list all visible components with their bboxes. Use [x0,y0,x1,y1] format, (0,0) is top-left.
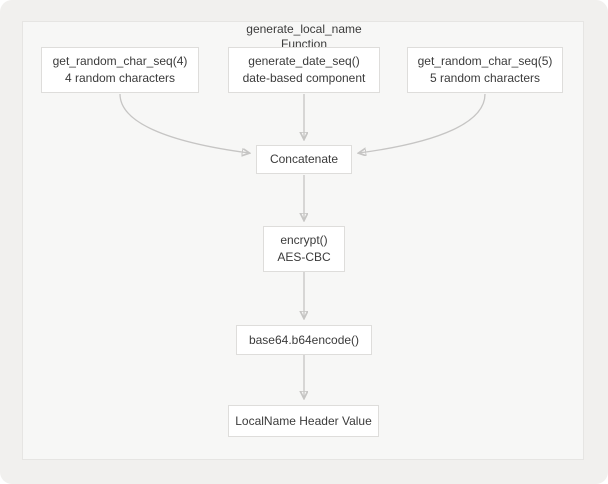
node-localname-header-value-label: LocalName Header Value [235,413,372,428]
node-generate-date-seq-name: generate_date_seq() [248,54,360,68]
node-get-random-char-seq-5-name: get_random_char_seq(5) [417,54,553,68]
node-encrypt: encrypt() AES-CBC [263,226,345,272]
edge-rand5-to-concatenate [359,93,486,153]
node-generate-date-seq: generate_date_seq() date-based component [228,47,380,93]
node-encrypt-name: encrypt() [280,233,328,247]
node-get-random-char-seq-4-desc: 4 random characters [64,71,176,85]
node-localname-header-value: LocalName Header Value [228,405,379,437]
node-encrypt-desc: AES-CBC [277,250,331,264]
node-get-random-char-seq-4-name: get_random_char_seq(4) [52,54,188,68]
node-get-random-char-seq-4: get_random_char_seq(4) 4 random characte… [41,47,199,93]
node-concatenate: Concatenate [256,145,352,174]
diagram-title-line1: generate_local_name [246,22,362,36]
node-concatenate-label: Concatenate [269,152,339,166]
node-get-random-char-seq-5: get_random_char_seq(5) 5 random characte… [407,47,563,93]
node-b64encode: base64.b64encode() [236,325,372,355]
node-get-random-char-seq-5-desc: 5 random characters [429,71,541,85]
edge-rand4-to-concatenate [119,93,249,153]
node-b64encode-label: base64.b64encode() [248,332,360,347]
node-generate-date-seq-desc: date-based component [242,71,366,85]
